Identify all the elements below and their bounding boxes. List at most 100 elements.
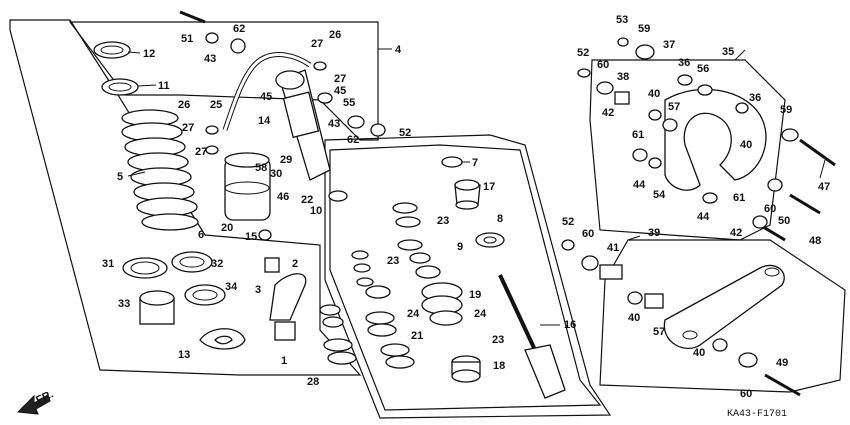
lock-nut-12 (93, 41, 131, 59)
reservoir (224, 152, 271, 221)
callout-22: 22 (301, 194, 313, 206)
callout-4: 4 (395, 44, 402, 56)
callout-18: 18 (493, 360, 505, 372)
callout-51: 51 (181, 33, 193, 45)
callout-59b: 59 (780, 104, 792, 116)
frame-shock-assembly-4 (68, 21, 379, 141)
front-direction-arrow: FR. (16, 388, 55, 415)
callout-35: 35 (722, 46, 734, 58)
callout-46: 46 (277, 191, 289, 203)
callout-44b: 44 (697, 211, 710, 223)
callout-27c: 27 (311, 38, 323, 50)
callout-60c: 60 (582, 228, 594, 240)
callout-42a: 42 (602, 107, 614, 119)
callout-52c: 52 (562, 216, 574, 228)
drawing-code: KA43-F1701 (727, 409, 787, 420)
callout-62a: 62 (233, 23, 245, 35)
callout-61b: 61 (733, 192, 745, 204)
callout-26a: 26 (178, 99, 190, 111)
rubber-cap-17 (454, 179, 481, 210)
callout-21: 21 (411, 330, 423, 342)
callout-27a: 27 (182, 122, 194, 134)
callout-30: 30 (270, 168, 282, 180)
valve-stack-left (351, 250, 415, 369)
callout-60d: 60 (740, 388, 752, 400)
callout-23c: 23 (492, 334, 504, 346)
callout-45b: 45 (334, 85, 346, 97)
callout-47: 47 (818, 181, 830, 193)
callout-34: 34 (225, 281, 238, 293)
shock-spring (121, 109, 199, 231)
bolt-47 (799, 138, 836, 167)
frame-main-shock (9, 19, 362, 376)
callout-10: 10 (310, 205, 322, 217)
callout-57a: 57 (668, 101, 680, 113)
frame-damper-outer (324, 134, 612, 419)
callout-33: 33 (118, 298, 130, 310)
callout-54: 54 (653, 189, 666, 201)
callout-8: 8 (497, 213, 503, 225)
callout-27b: 27 (195, 146, 207, 158)
washer-7 (441, 156, 463, 168)
washer-10 (328, 190, 348, 202)
callout-1: 1 (281, 355, 287, 367)
callout-28: 28 (307, 376, 319, 388)
callout-36a: 36 (678, 57, 690, 69)
callout-57b: 57 (653, 326, 665, 338)
callout-55: 55 (343, 97, 355, 109)
callout-23b: 23 (387, 255, 399, 267)
callout-40a: 40 (648, 88, 660, 100)
callout-31: 31 (102, 258, 114, 270)
callout-60a: 60 (597, 59, 609, 71)
callout-37: 37 (663, 39, 675, 51)
callout-17: 17 (483, 181, 495, 193)
callout-53: 53 (616, 14, 628, 26)
callout-43a: 43 (204, 53, 216, 65)
callout-12: 12 (143, 48, 155, 60)
callout-52b: 52 (577, 47, 589, 59)
callout-50: 50 (778, 215, 790, 227)
callout-40c: 40 (628, 312, 640, 324)
valve-stack-center (392, 202, 441, 279)
callout-9: 9 (457, 241, 463, 253)
callout-2: 2 (292, 258, 298, 270)
spring-seat-stack-28 (319, 304, 357, 365)
callout-59a: 59 (638, 23, 650, 35)
frame-damper-inner (329, 144, 602, 411)
spring-guide-33 (139, 290, 175, 325)
callout-27d: 27 (334, 73, 346, 85)
leader-lines (127, 48, 826, 326)
stopper-plate-13 (199, 328, 246, 350)
piston-19 (421, 282, 463, 326)
callout-49: 49 (776, 357, 788, 369)
lock-nut-11 (101, 78, 139, 96)
callout-25: 25 (210, 99, 222, 111)
callout-62b: 62 (347, 134, 359, 146)
callout-48: 48 (809, 235, 821, 247)
callout-6: 6 (198, 229, 204, 241)
link-bracket (264, 257, 307, 341)
damper-body (275, 69, 331, 181)
shock-arm (664, 88, 767, 191)
callout-60b: 60 (764, 203, 776, 215)
spring-seat-31 (122, 257, 168, 279)
bolt-48 (789, 193, 821, 215)
callout-45a: 45 (260, 91, 272, 103)
callout-20: 20 (221, 222, 233, 234)
spring-seat-32 (171, 251, 213, 273)
washer-9 (475, 232, 505, 248)
callout-14: 14 (258, 115, 271, 127)
callout-7: 7 (472, 157, 478, 169)
callout-13: 13 (178, 349, 190, 361)
callout-40d: 40 (693, 347, 705, 359)
callout-39: 39 (648, 227, 660, 239)
small-hardware (205, 32, 799, 368)
callout-56: 56 (697, 63, 709, 75)
direction-label: FR. (34, 388, 55, 406)
callout-43b: 43 (328, 118, 340, 130)
callout-26b: 26 (329, 29, 341, 41)
callout-11: 11 (158, 80, 170, 92)
callout-38: 38 (617, 71, 629, 83)
callout-52a: 52 (399, 127, 411, 139)
